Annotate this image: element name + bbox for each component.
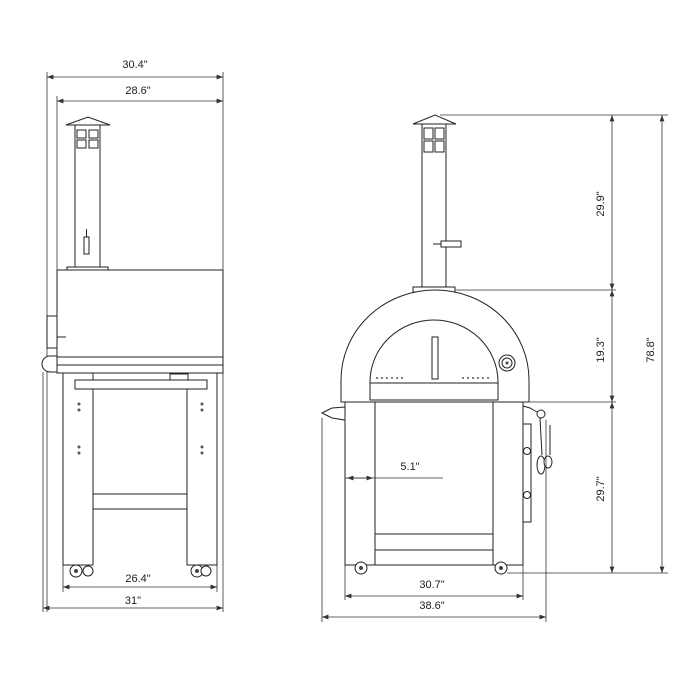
dimension-label-leg-span: 30.7" [419, 579, 444, 591]
dimension-label-overall-width: 30.4" [122, 59, 147, 71]
dimension-label-body-width: 28.6" [125, 85, 150, 97]
chimney-cap [412, 114, 457, 125]
dimension-label-stand-height: 29.7" [595, 476, 607, 501]
side-bracket [522, 423, 532, 523]
tool-hook [536, 409, 546, 419]
chimney [412, 114, 462, 293]
front-view: 29.9" 19.3" 29.7" 78.8" 5.1" 30.7" 38.6" [320, 114, 668, 622]
dimension-label-leg-offset: 5.1" [400, 461, 419, 473]
thermometer-gauge [498, 354, 516, 372]
vent-holes [376, 377, 489, 379]
dimension-label-chimney-height: 29.9" [595, 191, 607, 216]
chimney-cap [65, 116, 111, 126]
oven-body [56, 269, 224, 358]
left-leg [344, 401, 376, 566]
damper-handle [83, 236, 90, 255]
door-handle-box [46, 315, 58, 349]
cross-bar [74, 379, 208, 390]
lower-bar [92, 493, 188, 510]
dimension-label-base-width: 31" [125, 595, 141, 607]
rear-leg [62, 372, 94, 566]
dimension-label-dome-height: 19.3" [595, 337, 607, 362]
front-leg [186, 372, 218, 566]
caster-wheel [69, 564, 94, 578]
tool-scoop [536, 455, 546, 475]
right-leg [492, 401, 524, 566]
side-shelf [320, 406, 346, 421]
tool-hanger [522, 405, 553, 523]
dimension-label-overall-width: 38.6" [419, 600, 444, 612]
caster-wheel [190, 564, 212, 578]
front-shelf [41, 355, 58, 373]
dimension-label-total-height: 78.8" [645, 337, 657, 362]
side-view: 30.4" 28.6" [41, 59, 224, 612]
dimension-label-leg-span: 26.4" [125, 573, 150, 585]
lower-bar [374, 533, 494, 551]
damper-handle [440, 240, 462, 248]
door-handle [431, 336, 439, 380]
chimney [65, 116, 111, 272]
